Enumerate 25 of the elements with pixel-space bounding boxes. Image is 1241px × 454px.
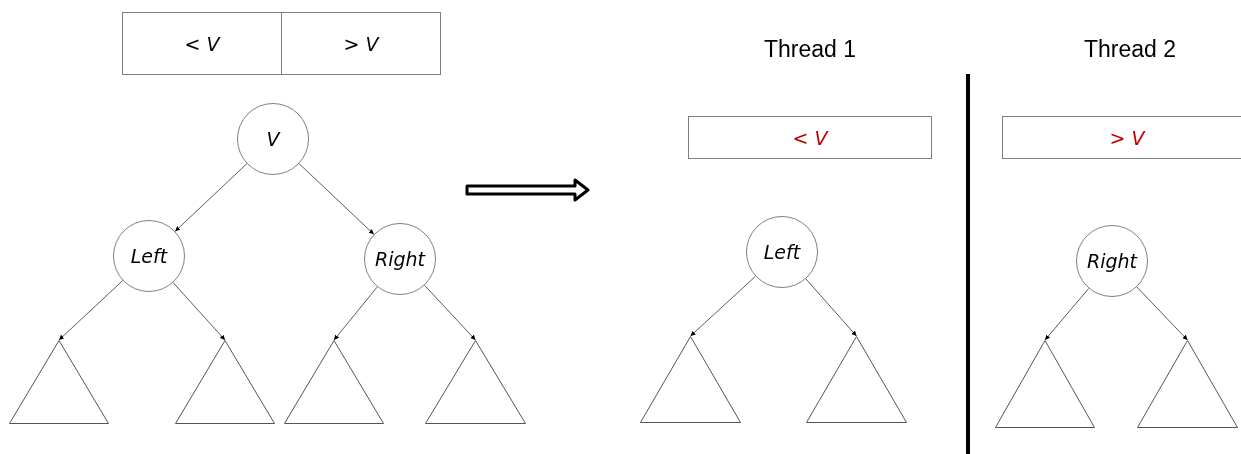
- range-box: [688, 116, 932, 159]
- node-label: Left: [130, 245, 168, 267]
- subtree-triangle: [425, 340, 526, 424]
- node-label: Right: [374, 248, 425, 270]
- node-label: Right: [1086, 250, 1137, 272]
- range-box: [281, 12, 441, 75]
- range-box: [1002, 116, 1241, 159]
- range-box: [122, 12, 282, 75]
- tree-node-circle: [237, 103, 309, 175]
- subtree-triangle: [9, 340, 109, 424]
- tree-node-circle: [113, 220, 185, 292]
- subtree-triangle: [284, 340, 384, 424]
- subtree-triangle: [1137, 340, 1238, 428]
- node-label: > V: [343, 32, 379, 55]
- subtree-triangle: [175, 340, 275, 424]
- node-label: < V: [792, 126, 828, 149]
- node-label: > V: [1109, 126, 1145, 149]
- thread-heading: Thread 2: [1083, 36, 1177, 63]
- subtree-triangle: [640, 336, 741, 423]
- node-label: < V: [184, 32, 220, 55]
- node-label: V: [266, 128, 280, 150]
- node-label: Left: [763, 241, 801, 263]
- subtree-triangle: [806, 336, 907, 423]
- thread-heading: Thread 1: [763, 36, 857, 63]
- subtree-triangle: [995, 340, 1095, 428]
